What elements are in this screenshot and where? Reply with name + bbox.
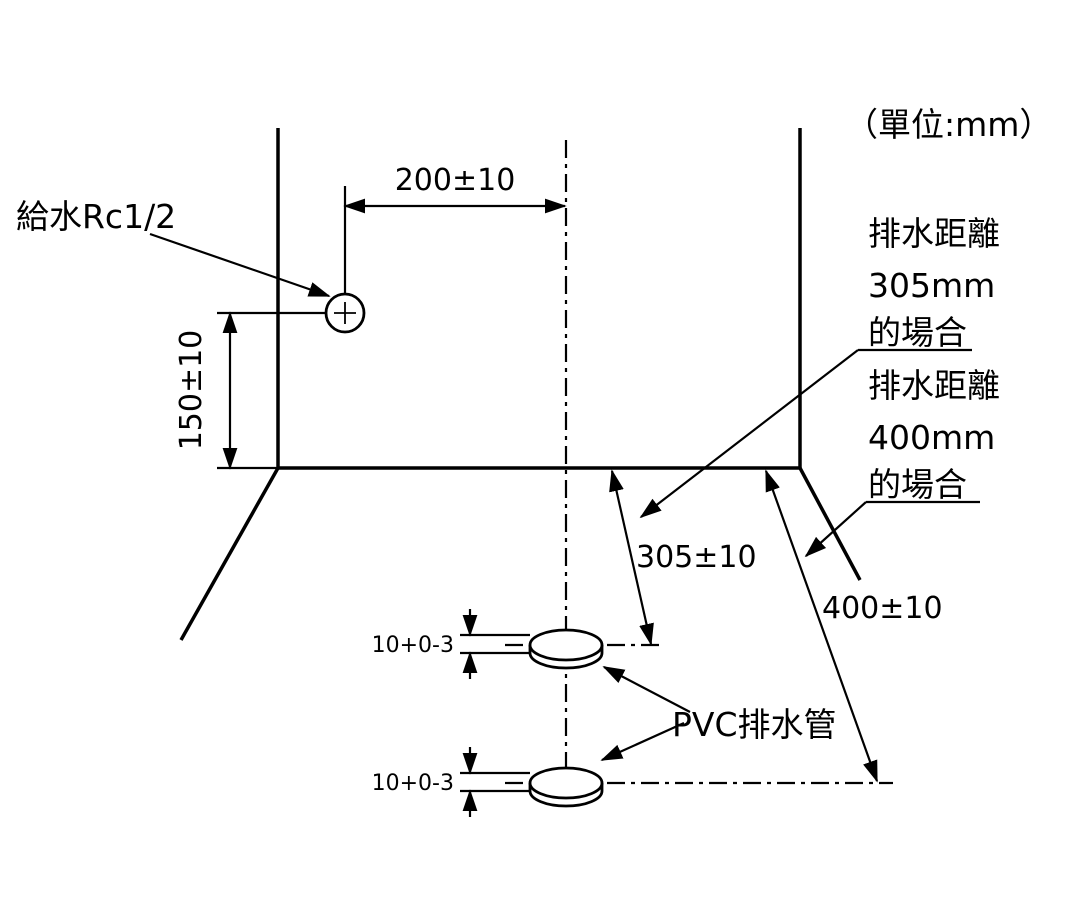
case-305-text: 排水距離 305mm 的場合 bbox=[868, 214, 1000, 352]
pvc-leader-upper bbox=[602, 666, 691, 713]
dim-200-label: 200±10 bbox=[395, 163, 516, 198]
left-floor-edge bbox=[179, 467, 280, 641]
water-supply-leader bbox=[149, 232, 331, 298]
water-supply-label: 給水Rc1/2 bbox=[16, 197, 176, 236]
case-305-line1: 排水距離 bbox=[868, 214, 1000, 253]
drain-pipe-upper bbox=[528, 628, 604, 670]
dim-200-group bbox=[343, 186, 567, 295]
case-400-line1: 排水距離 bbox=[868, 366, 1000, 405]
pipe-lower-height-dim bbox=[460, 747, 530, 817]
dim-305-line bbox=[609, 469, 654, 646]
drain-pipe-upper-top bbox=[528, 628, 604, 662]
dim-400-line bbox=[764, 469, 879, 783]
case-305-leader-group bbox=[639, 348, 972, 519]
case-400-leader-group bbox=[804, 500, 980, 558]
case-400-text: 排水距離 400mm 的場合 bbox=[868, 366, 1000, 504]
drain-pipe-lower bbox=[528, 766, 604, 808]
room-structure bbox=[179, 128, 862, 641]
case-400-leader bbox=[804, 501, 867, 558]
right-floor-edge bbox=[798, 467, 862, 581]
case-400-line3: 的場合 bbox=[868, 465, 967, 504]
case-400-line2: 400mm bbox=[868, 418, 995, 457]
drain-pipe-lower-top bbox=[528, 766, 604, 800]
case-305-line3: 的場合 bbox=[868, 313, 967, 352]
dim-305-label: 305±10 bbox=[636, 540, 757, 575]
water-supply-crosshair-icon bbox=[334, 302, 356, 324]
pipe-upper-height-label: 10+0-3 bbox=[372, 633, 454, 658]
unit-note: （單位:mm） bbox=[845, 105, 1052, 144]
pipe-lower-height-label: 10+0-3 bbox=[372, 771, 454, 796]
case-305-line2: 305mm bbox=[868, 266, 995, 305]
dim-150-label: 150±10 bbox=[174, 330, 209, 451]
case-305-leader bbox=[639, 349, 859, 519]
dim-400-label: 400±10 bbox=[822, 591, 943, 626]
pvc-leader-lower bbox=[600, 721, 685, 762]
pvc-pipe-label: PVC排水管 bbox=[672, 705, 837, 744]
dim-150-group bbox=[217, 311, 327, 470]
pipe-upper-height-dim bbox=[460, 609, 530, 679]
water-supply-outlet bbox=[149, 232, 366, 334]
